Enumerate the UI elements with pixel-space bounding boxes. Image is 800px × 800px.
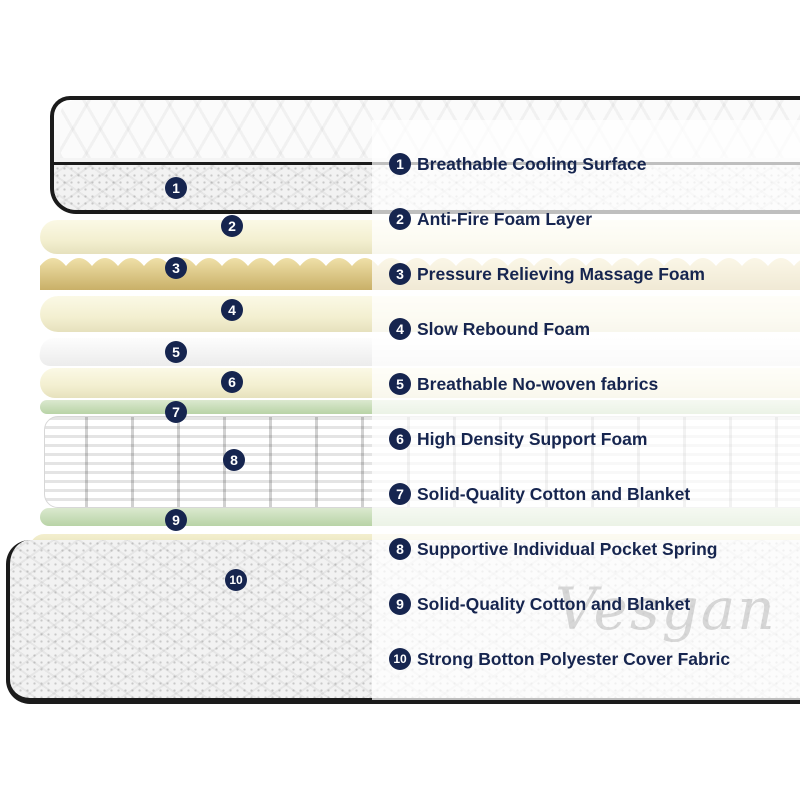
legend-label: Breathable No-woven fabrics: [417, 373, 659, 394]
legend-label: Breathable Cooling Surface: [417, 153, 647, 174]
legend-item: 6 High Density Support Foam: [389, 425, 647, 453]
legend-item: 8 Supportive Individual Pocket Spring: [389, 535, 717, 563]
legend-number: 3: [389, 263, 411, 285]
layer-marker: 9: [165, 509, 187, 531]
label-panel: [372, 120, 800, 700]
legend-item: 1 Breathable Cooling Surface: [389, 150, 647, 178]
legend-label: Pressure Relieving Massage Foam: [417, 263, 705, 284]
legend-item: 5 Breathable No-woven fabrics: [389, 370, 658, 398]
layer-marker: 3: [165, 257, 187, 279]
legend-label: Anti-Fire Foam Layer: [417, 208, 593, 229]
brand-watermark: Vesgan: [555, 575, 777, 643]
legend-number: 6: [389, 428, 411, 450]
legend-label: Solid-Quality Cotton and Blanket: [417, 593, 691, 614]
layer-marker: 6: [221, 371, 243, 393]
legend-item: 10 Strong Botton Polyester Cover Fabric: [389, 645, 730, 673]
layer-marker: 1: [165, 177, 187, 199]
layer-marker: 7: [165, 401, 187, 423]
legend-number: 2: [389, 208, 411, 230]
legend-number: 1: [389, 153, 411, 175]
legend-number: 9: [389, 593, 411, 615]
legend-label: Strong Botton Polyester Cover Fabric: [417, 648, 731, 669]
legend-item: 7 Solid-Quality Cotton and Blanket: [389, 480, 690, 508]
layer-marker: 5: [165, 341, 187, 363]
legend-number: 4: [389, 318, 411, 340]
legend-label: High Density Support Foam: [417, 428, 648, 449]
legend-number: 10: [389, 648, 411, 670]
legend-item: 3 Pressure Relieving Massage Foam: [389, 260, 705, 288]
legend-item: 9 Solid-Quality Cotton and Blanket: [389, 590, 690, 618]
layer-marker: 2: [221, 215, 243, 237]
legend-label: Solid-Quality Cotton and Blanket: [417, 483, 691, 504]
legend-number: 8: [389, 538, 411, 560]
legend-label: Supportive Individual Pocket Spring: [417, 538, 718, 559]
legend-label: Slow Rebound Foam: [417, 318, 591, 339]
legend-number: 7: [389, 483, 411, 505]
legend-item: 2 Anti-Fire Foam Layer: [389, 205, 592, 233]
legend-item: 4 Slow Rebound Foam: [389, 315, 590, 343]
layer-marker: 4: [221, 299, 243, 321]
legend-number: 5: [389, 373, 411, 395]
layer-marker: 10: [225, 569, 247, 591]
layer-marker: 8: [223, 449, 245, 471]
